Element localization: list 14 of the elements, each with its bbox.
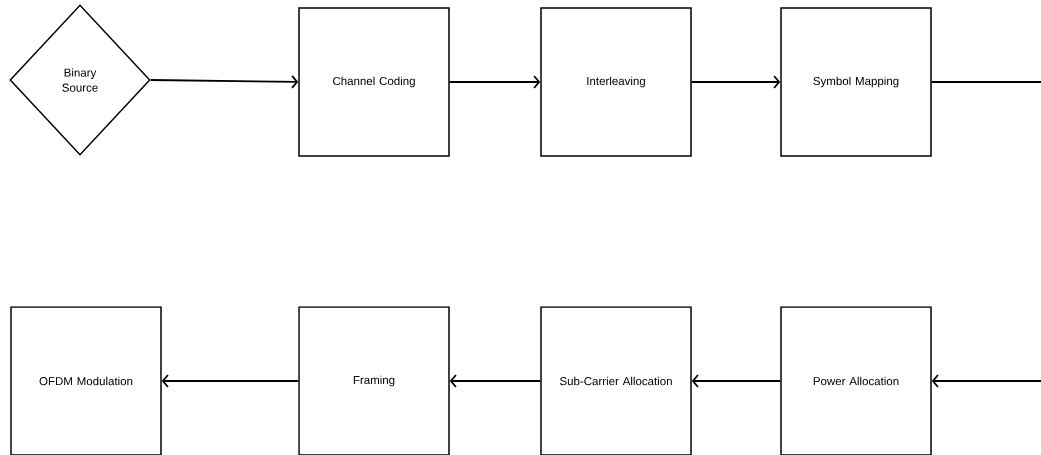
arrow [449,374,542,388]
arrow [448,75,541,89]
process-box: Symbol Mapping [780,7,932,157]
arrow [149,75,299,89]
process-box: Interleaving [540,7,692,157]
arrow [690,75,781,89]
process-box: Framing [298,306,450,455]
arrow [691,374,782,388]
arrow [161,374,300,388]
process-box: Sub-Carrier Allocation [540,306,692,455]
process-box: Channel Coding [298,7,450,157]
process-box: Power Allocation [780,306,932,455]
process-box: OFDM Modulation [10,306,162,455]
arrow [931,374,1041,388]
